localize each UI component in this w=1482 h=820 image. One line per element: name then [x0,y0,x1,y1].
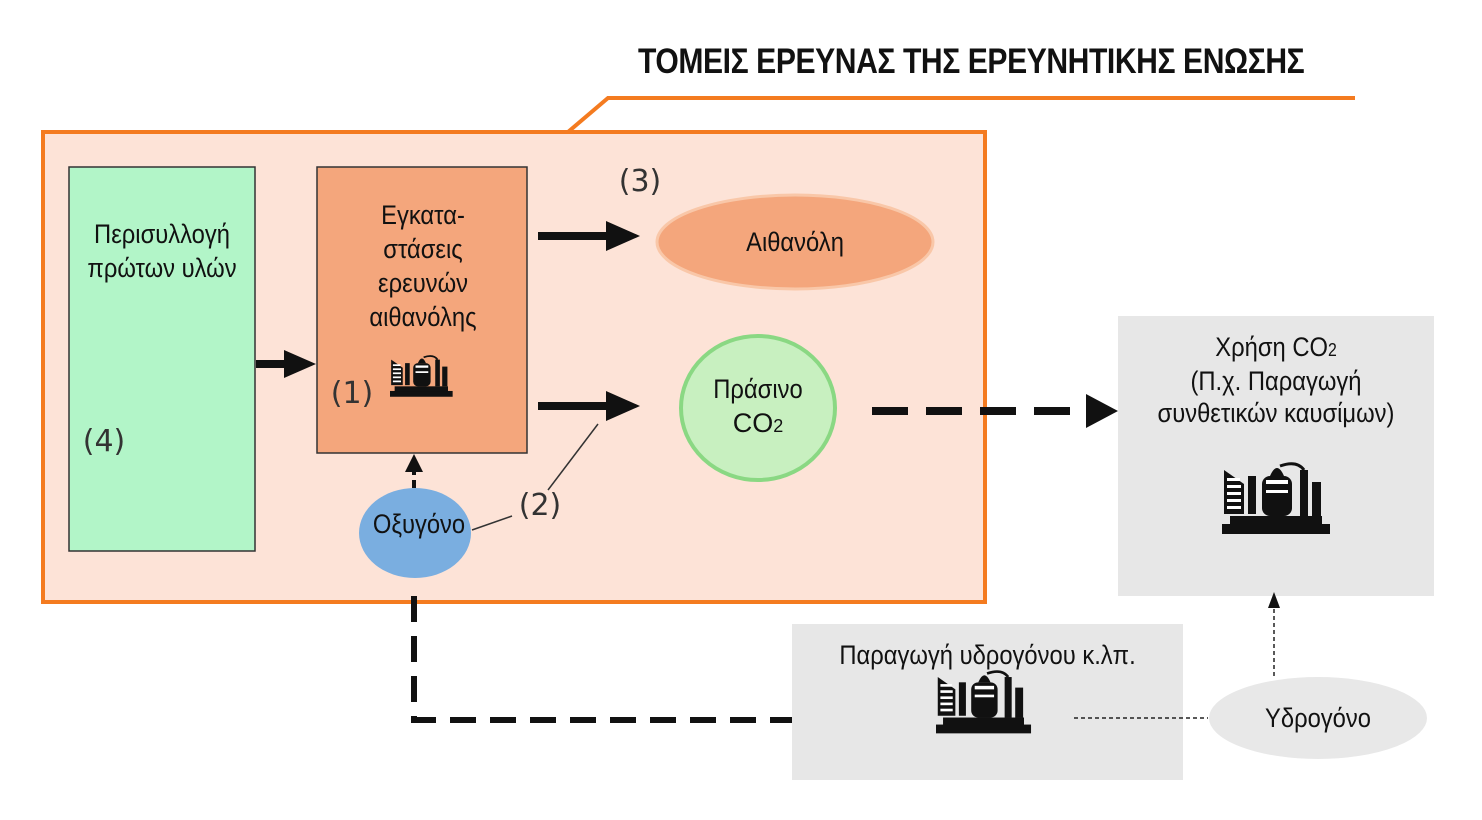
green-co2-subscript: 2 [773,416,784,436]
ethanol-node [655,193,935,291]
oxygen-label: Οξυγόνο [372,509,466,539]
oxygen-node [359,488,471,578]
co2-use-box [1118,316,1434,596]
co2-use-title-text: Χρήση CO [1215,332,1328,362]
oxygen-return-path [411,582,876,723]
ethanol-facility-box [316,166,528,454]
ethanol-label: Αιθανόλη [746,227,844,257]
diagram-title: ΤΟΜΕΙΣ ΕΡΕΥΝΑΣ ΤΗΣ ΕΡΕΥΝΗΤΙΚΗΣ ΕΝΩΣΗΣ [638,42,1305,81]
leader-line-2b [547,423,599,491]
co2-use-title: Χρήση CO2 [1124,330,1428,367]
ethanol-number: (3) [618,164,662,199]
green-co2-node [679,334,837,482]
green-co2-formula-text: CO [732,408,774,438]
raw-materials-number: (4) [82,424,126,459]
co2-use-example-line2: συνθετικών καυσίμων) [1157,398,1395,428]
co2-use-example-line1: (Π.χ. Παραγωγή [1190,366,1362,396]
ethanol-facility-number: (1) [330,376,374,411]
hydrogen-label: Υδρογόνο [1264,703,1371,733]
ethanol-facility-label: Εγκατα- στάσεις ερευνών αιθανόλης [369,200,477,332]
region-callout-line [566,96,1355,134]
leader-line-2a [471,515,513,531]
raw-materials-label: Περισυλλογή πρώτων υλών [87,219,237,283]
hydrogen-production-label: Παραγωγή υδρογόνου κ.λπ. [839,640,1136,670]
green-co2-formula: CO2 [690,406,826,443]
green-co2-label: Πράσινο [713,374,803,404]
co2-use-subscript: 2 [1327,340,1337,360]
raw-materials-box [68,166,256,552]
oxygen-number: (2) [518,488,562,523]
